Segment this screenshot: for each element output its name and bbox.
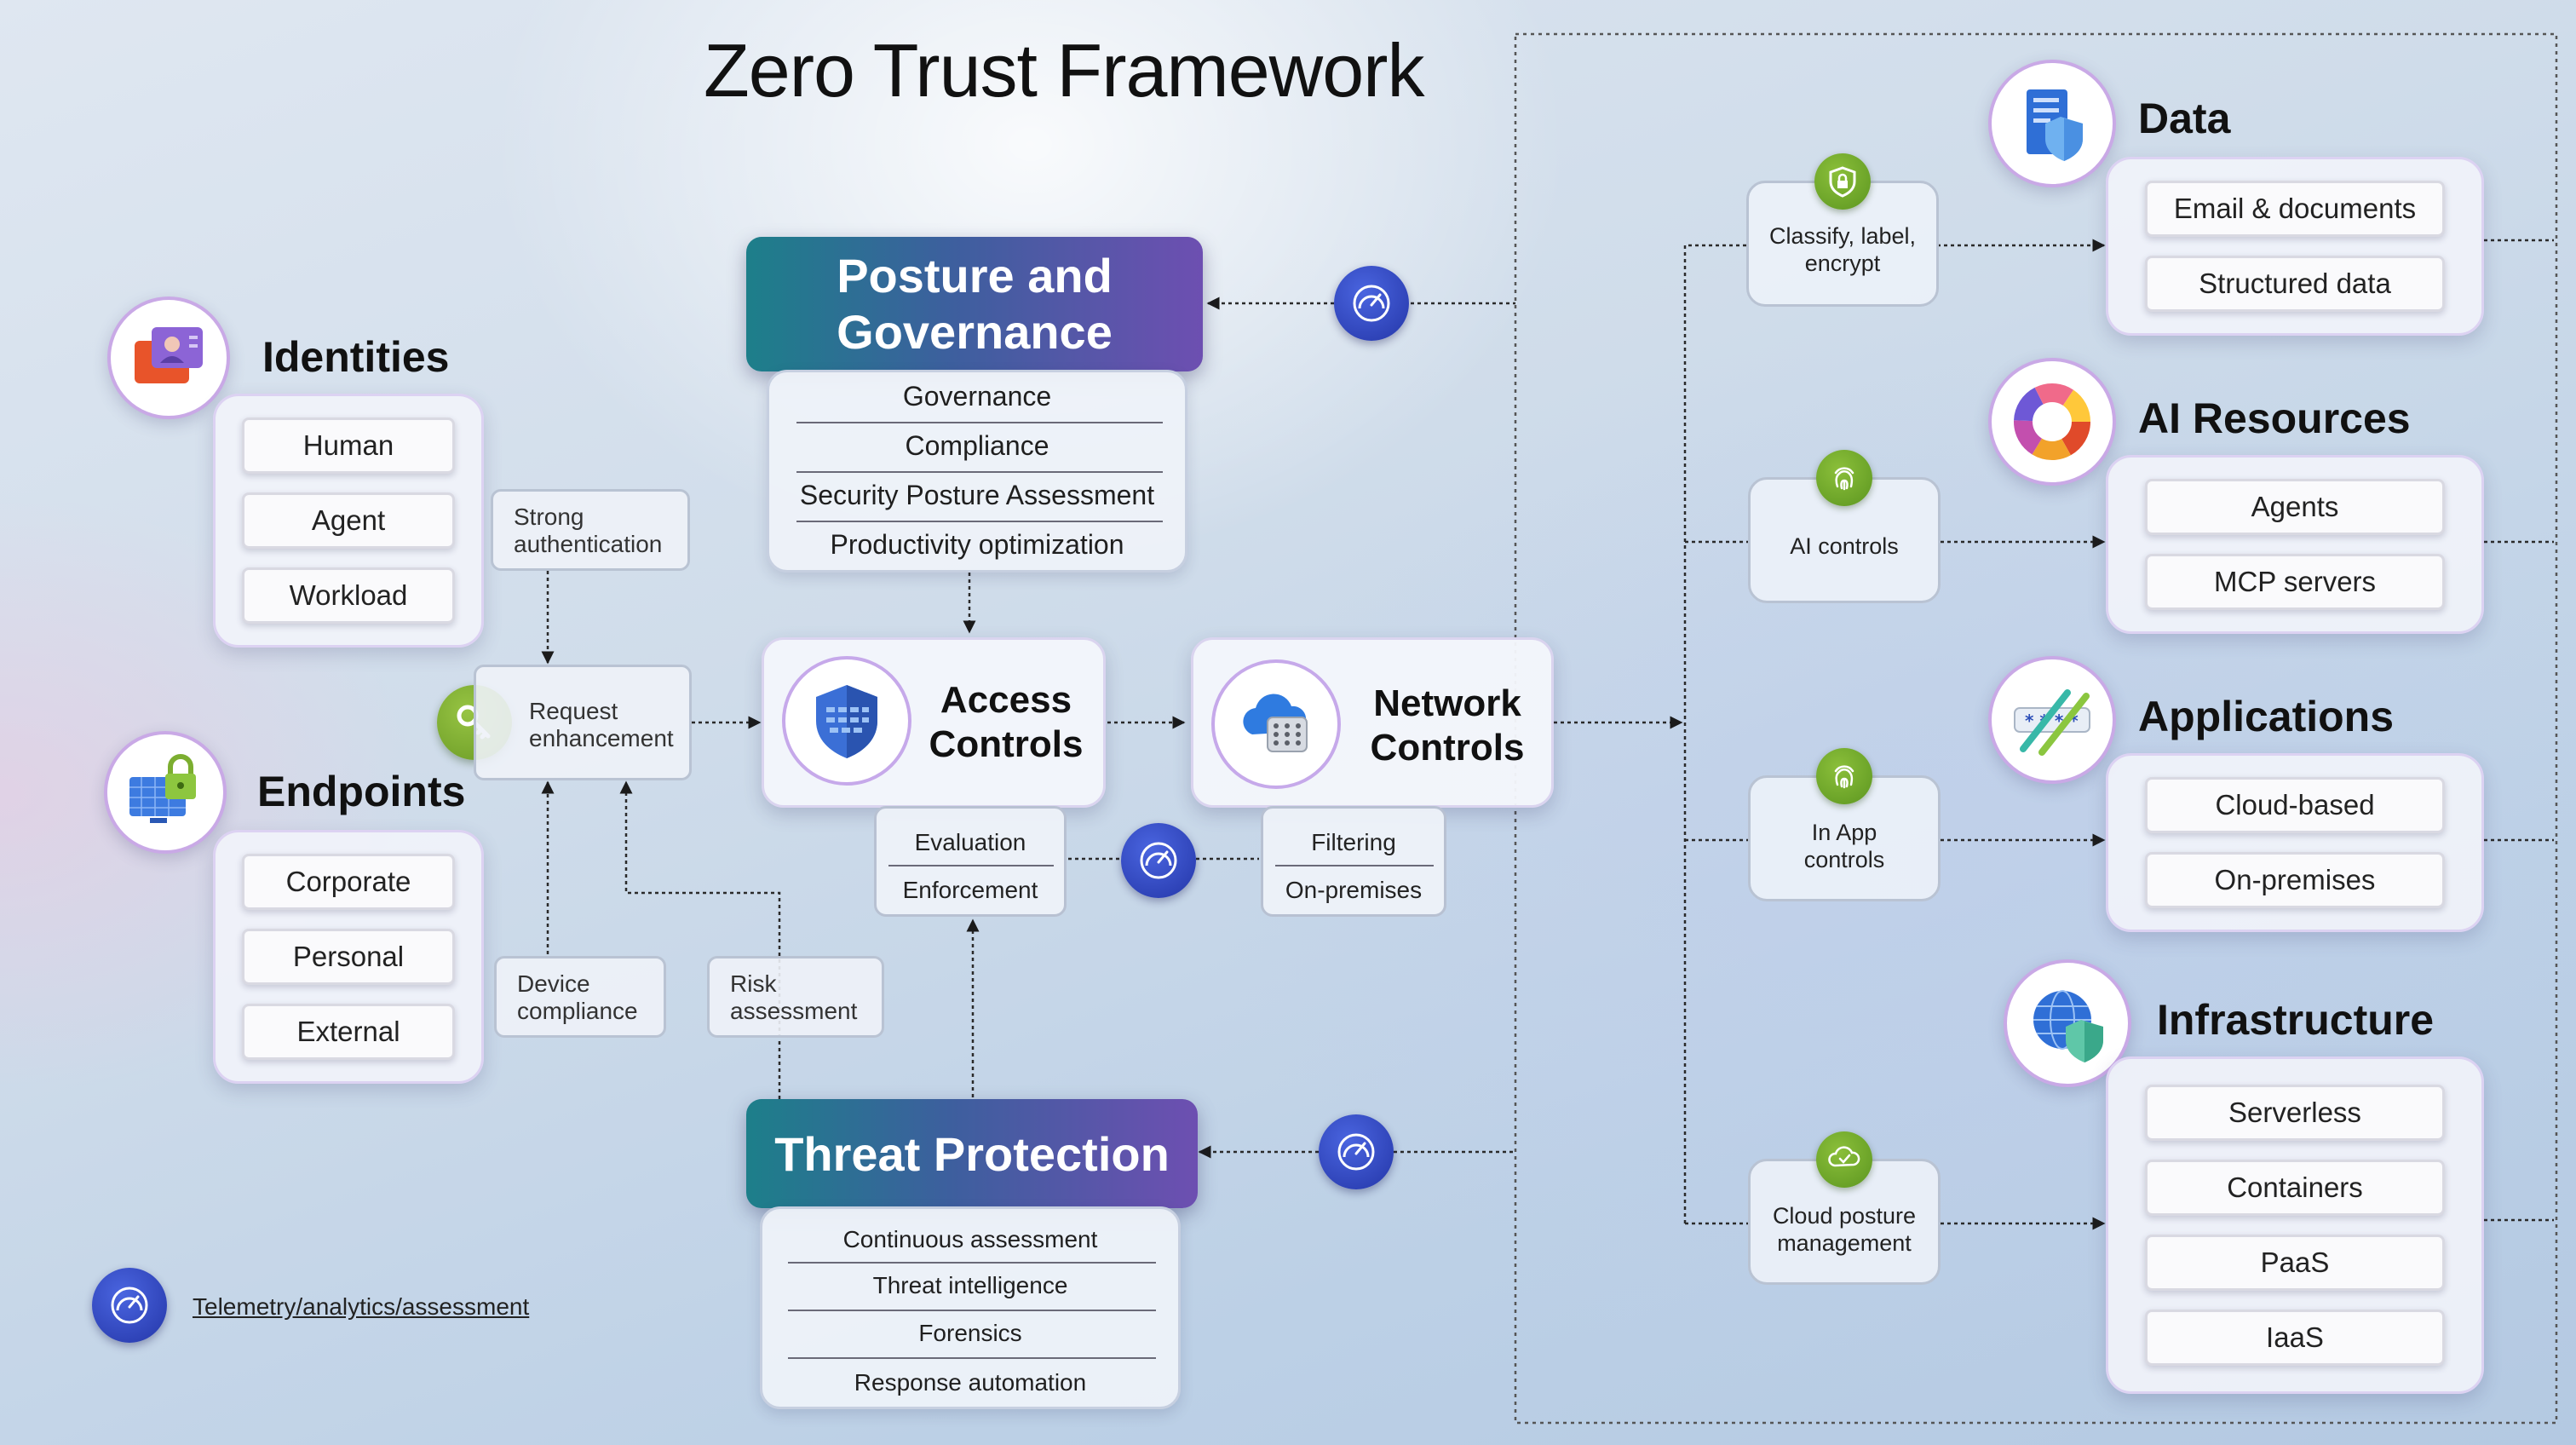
infrastructure-group: Serverless Containers PaaS IaaS [2106, 1056, 2484, 1394]
in-app-controls-label: In App controls [1803, 820, 1885, 872]
risk-assessment-label: Risk assessment [730, 970, 858, 1024]
device-lock-icon [104, 731, 227, 854]
app-cloud-based[interactable]: Cloud-based [2145, 777, 2445, 833]
ai-agents[interactable]: Agents [2145, 479, 2445, 535]
threat-item-intelligence: Threat intelligence [872, 1272, 1068, 1298]
telemetry-gauge-icon [1319, 1114, 1394, 1189]
ai-mcp-servers[interactable]: MCP servers [2145, 554, 2445, 610]
classify-label: Classify, label, encrypt [1768, 223, 1917, 276]
posture-governance-header: Posture and Governance [746, 237, 1203, 371]
ai-resources-group: Agents MCP servers [2106, 455, 2484, 634]
request-enhancement-note: Request enhancement [474, 665, 692, 780]
device-compliance-label: Device compliance [517, 970, 638, 1024]
divider [788, 1357, 1156, 1359]
on-premises-network-label: On-premises [1285, 877, 1423, 903]
shield-icon [782, 656, 911, 786]
network-controls-title: Network Controls [1358, 682, 1537, 770]
threat-item-response: Response automation [854, 1369, 1087, 1396]
identity-workload[interactable]: Workload [242, 567, 455, 624]
app-on-premises[interactable]: On-premises [2145, 852, 2445, 908]
identity-human[interactable]: Human [242, 417, 455, 474]
access-controls-title: Access Controls [925, 678, 1087, 767]
infra-paas[interactable]: PaaS [2145, 1235, 2445, 1291]
database-shield-icon [1988, 60, 2116, 187]
endpoints-group: Corporate Personal External [213, 830, 484, 1084]
lock-shield-icon [1814, 153, 1871, 210]
divider [796, 422, 1163, 423]
access-controls-sub: Evaluation Enforcement [874, 806, 1067, 917]
data-structured[interactable]: Structured data [2145, 256, 2445, 312]
fingerprint-icon [1816, 748, 1872, 804]
telemetry-gauge-icon [1334, 266, 1409, 341]
threat-item-forensics: Forensics [918, 1320, 1022, 1346]
ai-controls-box: AI controls [1748, 477, 1941, 603]
divider [788, 1310, 1156, 1311]
endpoint-corporate[interactable]: Corporate [242, 854, 455, 910]
posture-governance-list: Governance Compliance Security Posture A… [767, 370, 1187, 573]
infrastructure-title: Infrastructure [2157, 996, 2435, 1044]
strong-authentication-label: Strong authentication [514, 504, 663, 557]
infra-serverless[interactable]: Serverless [2145, 1085, 2445, 1141]
password-app-icon: * * * * [1988, 656, 2116, 784]
posture-item-governance: Governance [902, 381, 1052, 412]
identity-card-icon [107, 296, 230, 419]
identity-agent[interactable]: Agent [242, 492, 455, 549]
ai-ring-icon [1988, 358, 2116, 486]
posture-item-compliance: Compliance [905, 430, 1049, 461]
cloud-check-icon [1816, 1131, 1872, 1188]
telemetry-gauge-icon [1121, 823, 1196, 898]
page-title: Zero Trust Framework [704, 28, 1424, 112]
endpoints-title: Endpoints [257, 768, 466, 815]
threat-protection-title: Threat Protection [774, 1126, 1170, 1181]
ai-controls-label: AI controls [1790, 533, 1899, 559]
divider [796, 521, 1163, 522]
endpoint-external[interactable]: External [242, 1004, 455, 1060]
threat-protection-list: Continuous assessment Threat intelligenc… [760, 1206, 1181, 1409]
divider [796, 471, 1163, 473]
posture-item-security-posture: Security Posture Assessment [799, 480, 1155, 510]
device-compliance-note: Device compliance [494, 956, 666, 1038]
infra-iaas[interactable]: IaaS [2145, 1310, 2445, 1366]
threat-item-continuous: Continuous assessment [842, 1226, 1098, 1252]
fingerprint-icon [1816, 450, 1872, 506]
threat-protection-header: Threat Protection [746, 1099, 1198, 1208]
request-enhancement-label: Request enhancement [529, 698, 674, 751]
applications-group: Cloud-based On-premises [2106, 753, 2484, 932]
posture-governance-title: Posture and Governance [837, 249, 1113, 359]
globe-shield-icon [2004, 959, 2131, 1087]
telemetry-legend-link[interactable]: Telemetry/analytics/assessment [193, 1293, 530, 1320]
divider [788, 1262, 1156, 1264]
ai-resources-title: AI Resources [2138, 394, 2411, 442]
identities-group: Human Agent Workload [213, 394, 484, 648]
telemetry-gauge-icon [92, 1268, 167, 1343]
data-title: Data [2138, 95, 2231, 142]
divider [888, 865, 1054, 866]
cloud-network-icon [1211, 659, 1341, 789]
endpoint-personal[interactable]: Personal [242, 929, 455, 985]
strong-authentication-note: Strong authentication [491, 489, 690, 571]
network-controls-sub: Filtering On-premises [1261, 806, 1446, 917]
evaluation-label: Evaluation [914, 829, 1026, 855]
divider [1275, 865, 1434, 866]
risk-assessment-note: Risk assessment [707, 956, 884, 1038]
posture-item-productivity: Productivity optimization [830, 529, 1124, 560]
cloud-posture-label: Cloud posture management [1772, 1203, 1917, 1256]
data-email-documents[interactable]: Email & documents [2145, 181, 2445, 237]
access-controls-label: Access Controls [929, 679, 1084, 765]
applications-title: Applications [2138, 693, 2395, 740]
enforcement-label: Enforcement [902, 877, 1038, 903]
data-group: Email & documents Structured data [2106, 157, 2484, 336]
identities-title: Identities [262, 333, 450, 381]
infra-containers[interactable]: Containers [2145, 1160, 2445, 1216]
network-controls-label: Network Controls [1370, 682, 1525, 769]
filtering-label: Filtering [1311, 829, 1396, 855]
